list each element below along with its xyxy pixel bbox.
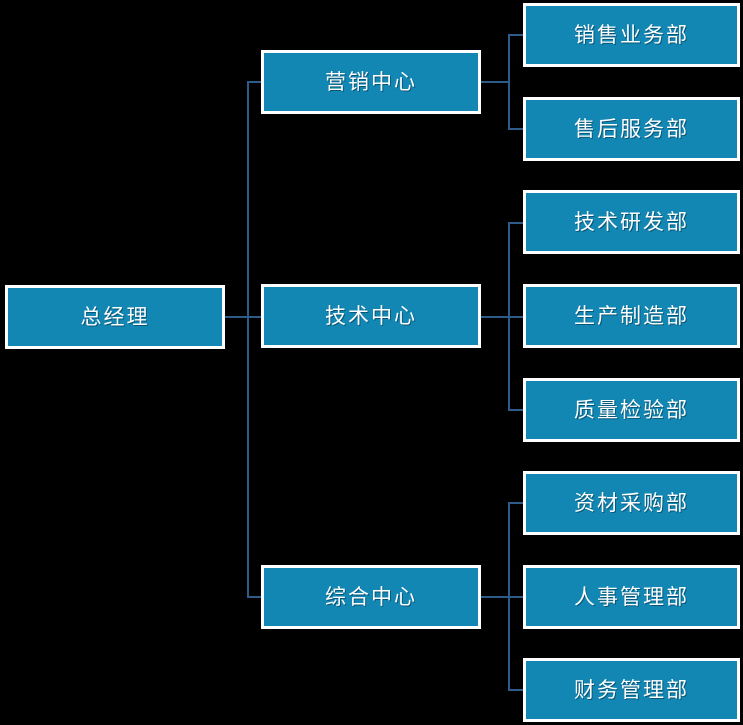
- node-marketing-center[interactable]: 营销中心: [261, 50, 481, 114]
- connector-marketing-to-after-sales: [508, 128, 525, 130]
- connector-trunk-to-marketing: [247, 81, 263, 83]
- node-label-sales-business-dept: 销售业务部: [574, 22, 689, 47]
- node-general-manager[interactable]: 总经理: [5, 285, 225, 349]
- node-label-production-manufacturing-dept: 生产制造部: [574, 303, 689, 328]
- connector-technology-to-rnd: [508, 222, 525, 224]
- node-production-manufacturing-dept[interactable]: 生产制造部: [523, 284, 740, 348]
- node-after-sales-service-dept[interactable]: 售后服务部: [523, 97, 740, 161]
- node-label-material-procurement-dept: 资材采购部: [574, 490, 689, 515]
- node-personnel-management-dept[interactable]: 人事管理部: [523, 565, 740, 629]
- node-technology-center[interactable]: 技术中心: [261, 284, 481, 348]
- connector-marketing-to-sales-business: [508, 34, 525, 36]
- node-material-procurement-dept[interactable]: 资材采购部: [523, 471, 740, 535]
- node-label-quality-inspection-dept: 质量检验部: [574, 397, 689, 422]
- node-label-technology-rnd-dept: 技术研发部: [574, 209, 689, 234]
- connector-general-affairs-to-personnel: [508, 596, 525, 598]
- node-sales-business-dept[interactable]: 销售业务部: [523, 3, 740, 67]
- connector-technology-to-production: [508, 316, 525, 318]
- connector-root-trunk: [247, 82, 249, 598]
- node-label-technology-center: 技术中心: [325, 303, 417, 328]
- node-label-after-sales-service-dept: 售后服务部: [574, 116, 689, 141]
- connector-technology-to-quality: [508, 409, 525, 411]
- node-quality-inspection-dept[interactable]: 质量检验部: [523, 378, 740, 442]
- connector-root-stub: [225, 316, 249, 318]
- node-technology-rnd-dept[interactable]: 技术研发部: [523, 190, 740, 254]
- connector-trunk-to-technology: [247, 316, 263, 318]
- connector-general-affairs-to-finance: [508, 689, 525, 691]
- node-label-general-manager: 总经理: [80, 304, 150, 329]
- node-general-affairs-center[interactable]: 综合中心: [261, 565, 481, 629]
- node-label-personnel-management-dept: 人事管理部: [574, 584, 689, 609]
- node-label-marketing-center: 营销中心: [325, 69, 417, 94]
- connector-marketing-spine: [508, 34, 510, 128]
- connector-trunk-to-general-affairs: [247, 596, 263, 598]
- connector-general-affairs-stub: [481, 596, 510, 598]
- node-finance-management-dept[interactable]: 财务管理部: [523, 658, 740, 722]
- connector-general-affairs-to-procurement: [508, 502, 525, 504]
- connector-technology-stub: [481, 316, 510, 318]
- connector-marketing-stub: [481, 81, 510, 83]
- node-label-general-affairs-center: 综合中心: [325, 584, 417, 609]
- node-label-finance-management-dept: 财务管理部: [574, 677, 689, 702]
